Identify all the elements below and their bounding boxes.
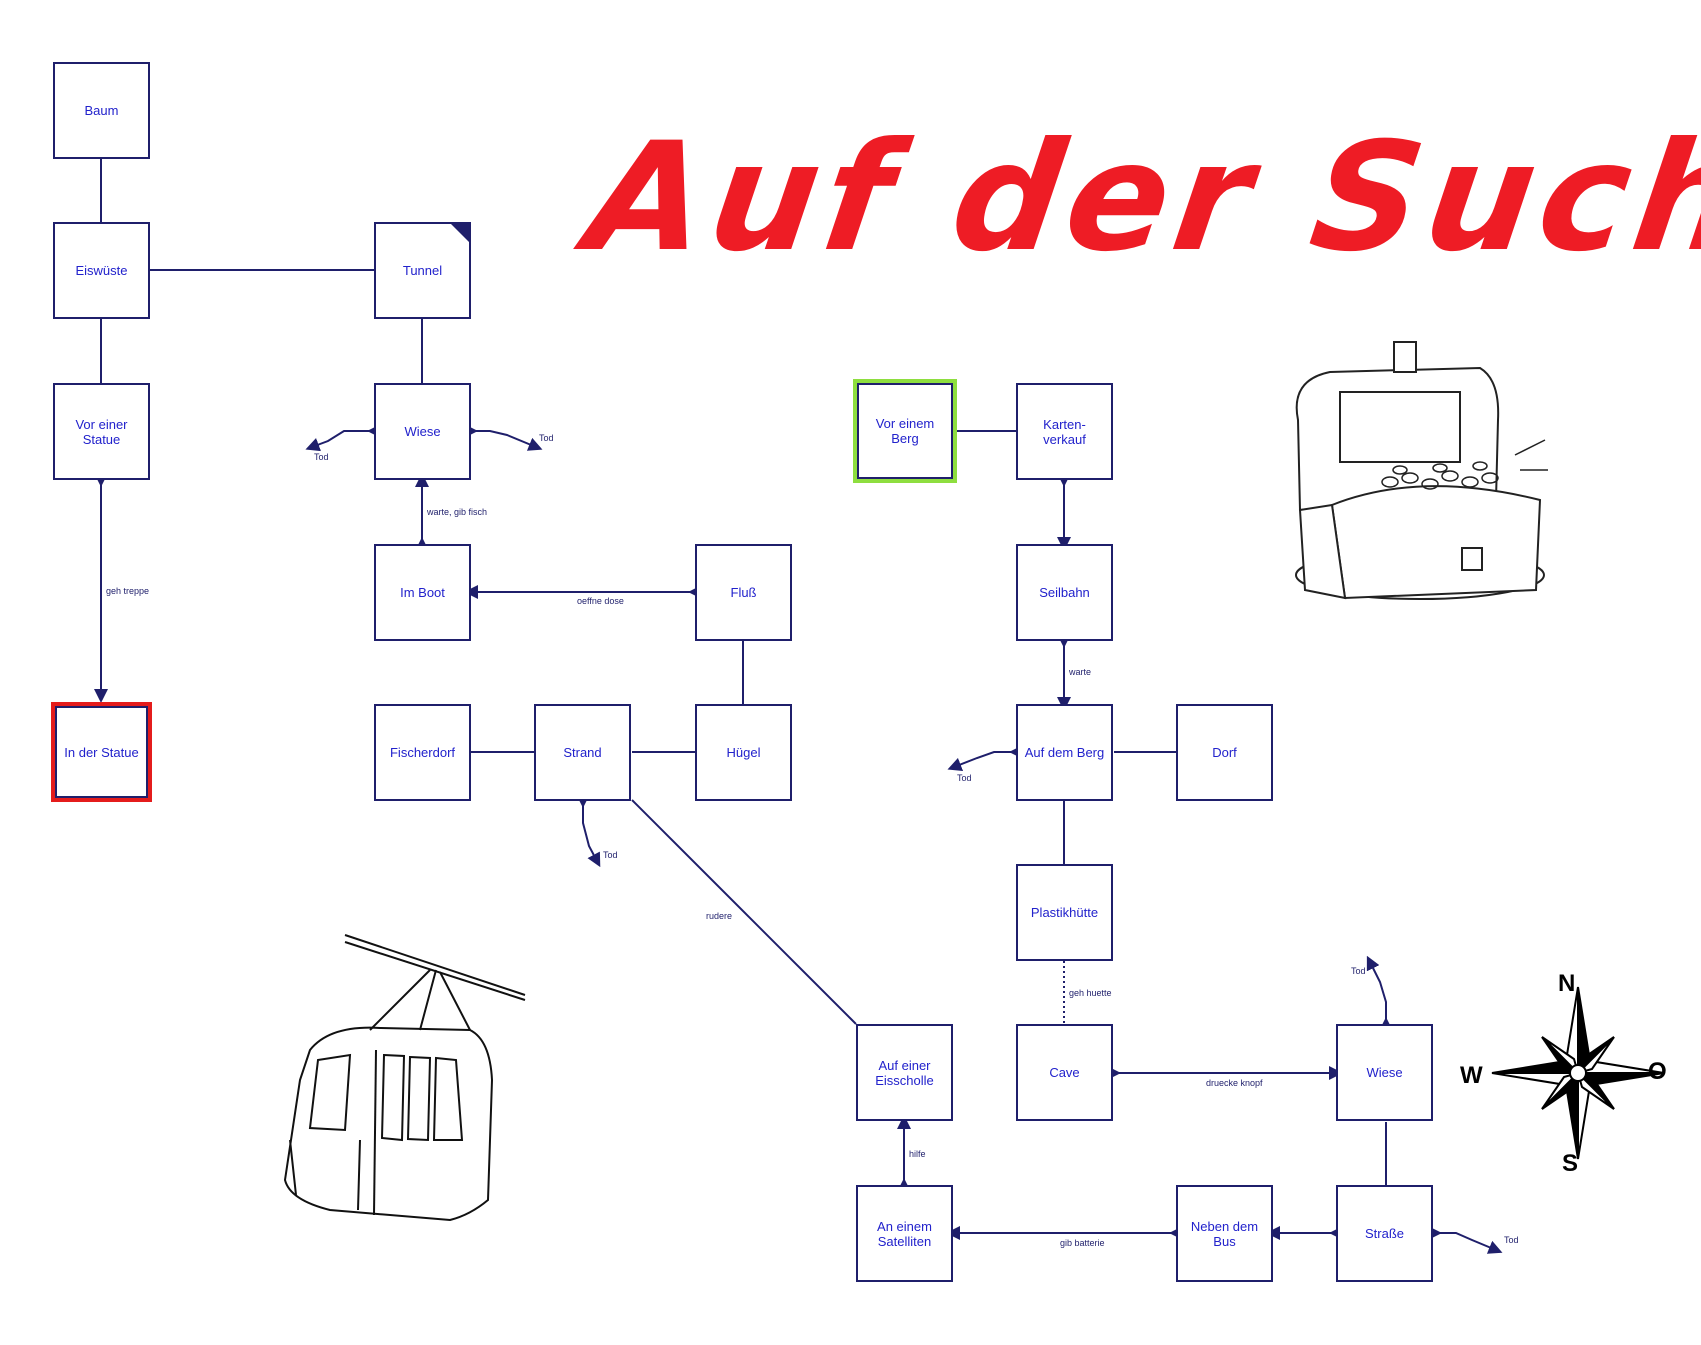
room-eiswueste[interactable]: Eiswüste	[53, 222, 150, 319]
death-strand	[576, 794, 601, 868]
room-in-statue[interactable]: In der Statue	[51, 702, 152, 802]
room-kartenverkauf[interactable]: Karten- verkauf	[1016, 383, 1113, 480]
map-title: Auf der Suche	[577, 111, 1701, 285]
label-tod: Tod	[603, 850, 618, 860]
room-vor-berg[interactable]: Vor einem Berg	[853, 379, 957, 483]
link-strand-eisscholle	[631, 799, 857, 1025]
room-seilbahn[interactable]: Seilbahn	[1016, 544, 1113, 641]
compass-icon	[1491, 986, 1665, 1160]
label-warte-gib-fisch: warte, gib fisch	[427, 507, 488, 517]
room-strasse[interactable]: Straße	[1336, 1185, 1433, 1282]
label-hilfe: hilfe	[909, 1149, 926, 1159]
room-baum[interactable]: Baum	[53, 62, 150, 159]
room-cave[interactable]: Cave	[1016, 1024, 1113, 1121]
compass-west: W	[1460, 1062, 1483, 1089]
room-vor-statue[interactable]: Vor einer Statue	[53, 383, 150, 480]
room-label: Tunnel	[402, 263, 443, 278]
label-tod: Tod	[539, 433, 554, 443]
label-geh-treppe: geh treppe	[106, 586, 150, 596]
room-eisscholle[interactable]: Auf einer Eisscholle	[856, 1024, 953, 1121]
room-huegel[interactable]: Hügel	[695, 704, 792, 801]
room-dorf[interactable]: Dorf	[1176, 704, 1273, 801]
room-fluss[interactable]: Fluß	[695, 544, 792, 641]
label-tod: Tod	[1351, 966, 1366, 976]
compass-south: S	[1562, 1150, 1579, 1177]
label-tod: Tod	[957, 773, 972, 783]
corner-marker-icon	[449, 222, 471, 244]
room-tunnel[interactable]: Tunnel	[374, 222, 471, 319]
room-strand[interactable]: Strand	[534, 704, 631, 801]
room-auf-berg[interactable]: Auf dem Berg	[1016, 704, 1113, 801]
room-satelliten[interactable]: An einem Satelliten	[856, 1185, 953, 1282]
cable-car-icon	[283, 934, 526, 1222]
compass-east: O	[1648, 1058, 1667, 1085]
label-warte: warte	[1069, 667, 1092, 677]
room-wiese-south[interactable]: Wiese	[1336, 1024, 1433, 1121]
treasure-chest-icon	[1295, 341, 1548, 600]
death-berg	[947, 745, 1023, 771]
death-strasse	[1428, 1226, 1503, 1254]
label-druecke-knopf: druecke knopf	[1206, 1078, 1263, 1088]
death-wiese2	[1366, 955, 1393, 1031]
death-wiese-left	[305, 424, 381, 452]
label-tod: Tod	[314, 452, 329, 462]
label-rudere: rudere	[706, 911, 733, 921]
label-gib-batterie: gib batterie	[1060, 1238, 1105, 1248]
room-plastikhuette[interactable]: Plastikhütte	[1016, 864, 1113, 961]
room-im-boot[interactable]: Im Boot	[374, 544, 471, 641]
compass-north: N	[1558, 970, 1576, 997]
label-geh-huette: geh huette	[1069, 988, 1112, 998]
room-fischerdorf[interactable]: Fischerdorf	[374, 704, 471, 801]
label-oeffne-dose: oeffne dose	[577, 596, 624, 606]
room-bus[interactable]: Neben dem Bus	[1176, 1185, 1273, 1282]
label-tod: Tod	[1504, 1235, 1519, 1245]
death-wiese-right	[464, 424, 543, 451]
room-wiese-north[interactable]: Wiese	[374, 383, 471, 480]
